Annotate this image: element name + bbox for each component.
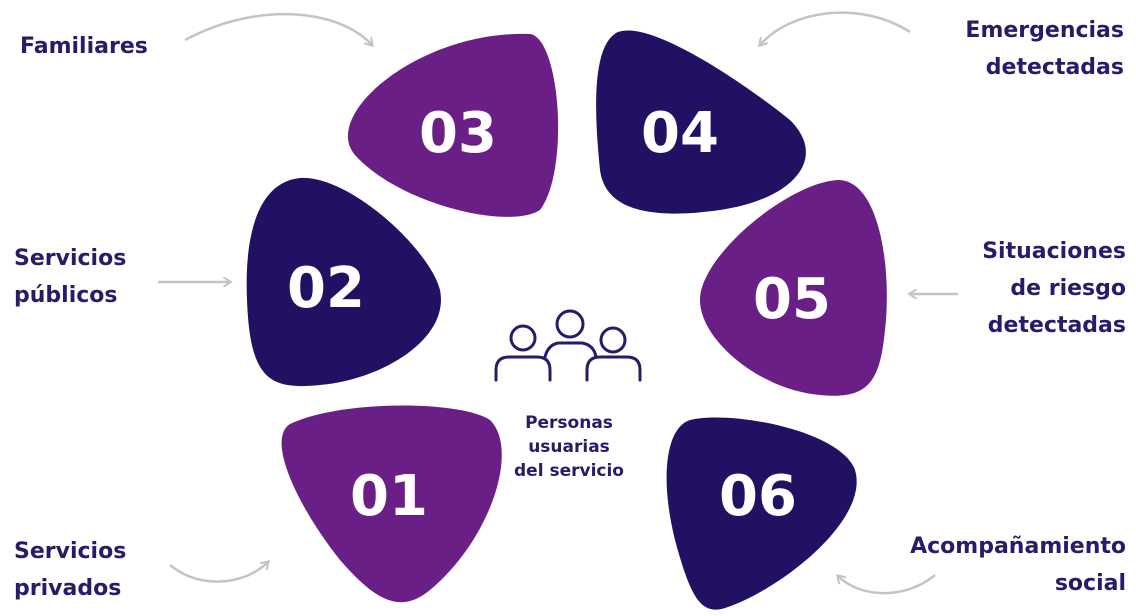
center-caption-line: del servicio bbox=[514, 461, 624, 481]
segment-04-number: 04 bbox=[641, 101, 719, 166]
label-line: detectadas bbox=[987, 313, 1126, 338]
label-line: Emergencias bbox=[965, 18, 1124, 43]
label-situaciones-de-riesgo: Situaciones de riesgo detectadas bbox=[982, 233, 1126, 344]
label-line: detectadas bbox=[985, 55, 1124, 80]
label-line: públicos bbox=[14, 283, 118, 308]
label-line: social bbox=[1054, 571, 1126, 596]
arrow-servicios-privados bbox=[169, 562, 268, 583]
label-line: Situaciones bbox=[982, 239, 1126, 264]
arrow-familiares bbox=[184, 12, 372, 45]
segment-02-shape bbox=[246, 177, 441, 387]
segment-05-shape bbox=[700, 180, 887, 396]
segment-05-number: 05 bbox=[753, 267, 831, 332]
center-caption-line: Personas bbox=[525, 413, 613, 433]
center-caption: Personas usuarias del servicio bbox=[498, 411, 640, 483]
label-emergencias-detectadas: Emergencias detectadas bbox=[965, 12, 1124, 86]
segment-06-shape bbox=[666, 417, 857, 610]
label-familiares: Familiares bbox=[20, 28, 148, 65]
arrow-emergencias bbox=[760, 11, 911, 45]
segment-03-number: 03 bbox=[419, 101, 497, 166]
segment-02-number: 02 bbox=[287, 256, 365, 321]
segment-06-number: 06 bbox=[719, 464, 797, 529]
segment-01-number: 01 bbox=[350, 464, 428, 529]
segment-01-shape bbox=[281, 405, 502, 603]
segment-04-shape bbox=[596, 30, 806, 214]
group-of-people-icon bbox=[494, 309, 642, 382]
arrow-acompanamiento bbox=[838, 575, 936, 595]
segment-03-shape bbox=[347, 33, 559, 217]
center-caption-line: usuarias bbox=[528, 437, 610, 457]
label-line: Servicios bbox=[14, 246, 127, 271]
label-line: privados bbox=[14, 576, 122, 601]
label-acompanamiento-social: Acompañamiento social bbox=[910, 528, 1126, 602]
label-line: Familiares bbox=[20, 34, 148, 59]
label-line: Servicios bbox=[14, 539, 127, 564]
label-line: de riesgo bbox=[1010, 276, 1126, 301]
label-servicios-privados: Servicios privados bbox=[14, 533, 126, 607]
label-line: Acompañamiento bbox=[910, 534, 1126, 559]
label-servicios-publicos: Servicios públicos bbox=[14, 240, 126, 314]
